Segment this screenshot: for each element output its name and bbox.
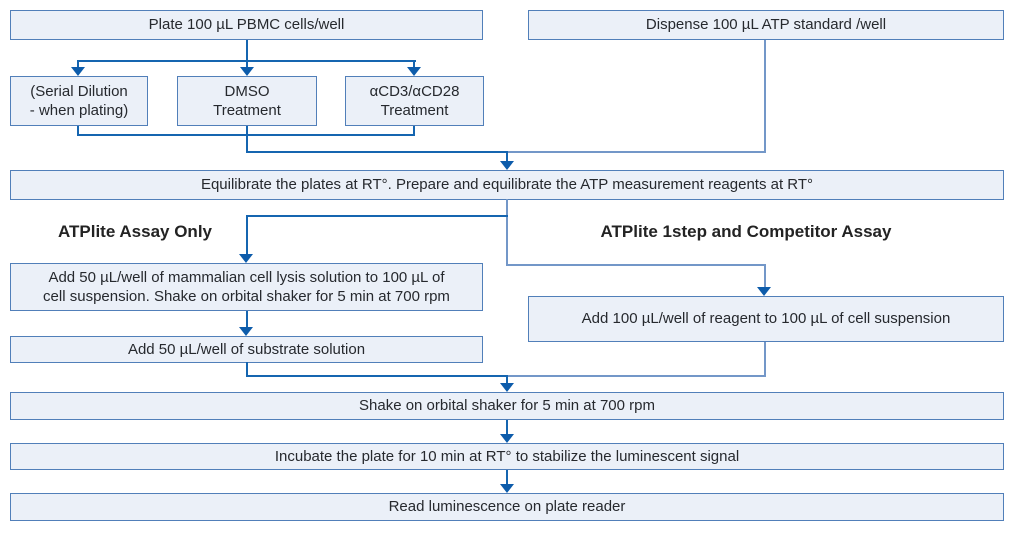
node-plate-pbmc: Plate 100 µL PBMC cells/well — [10, 10, 483, 40]
connector-to-equilibrate-left — [246, 151, 508, 153]
connector-branch-top — [77, 60, 416, 62]
node-acd3-acd28-treatment: αCD3/αCD28 Treatment — [345, 76, 484, 126]
connector-merge-right — [508, 375, 766, 377]
connector-branch-right — [506, 264, 766, 266]
node-lysis-solution: Add 50 µL/well of mammalian cell lysis s… — [10, 263, 483, 311]
connector-serial-down — [77, 126, 79, 136]
connector-dispense-down — [764, 40, 766, 153]
node-read-luminescence: Read luminescence on plate reader — [10, 493, 1004, 521]
connector-equilibrate-stub — [506, 151, 508, 163]
connector-right-down — [764, 264, 766, 289]
node-serial-dilution: (Serial Dilution - when plating) — [10, 76, 148, 126]
connector-shake-down — [506, 420, 508, 436]
connector-dmso-down — [246, 126, 248, 153]
arrowhead-to-substrate-icon — [239, 327, 253, 336]
node-dispense-atp-standard: Dispense 100 µL ATP standard /well — [528, 10, 1004, 40]
heading-atplite-1step-competitor: ATPlite 1step and Competitor Assay — [600, 222, 892, 241]
node-substrate-solution: Add 50 µL/well of substrate solution — [10, 336, 483, 363]
connector-plate-down — [246, 40, 248, 68]
node-equilibrate: Equilibrate the plates at RT°. Prepare a… — [10, 170, 1004, 200]
connector-left-down — [246, 215, 248, 255]
node-dmso-treatment: DMSO Treatment — [177, 76, 317, 126]
connector-to-equilibrate-right — [506, 151, 766, 153]
arrowhead-to-reagent-icon — [757, 287, 771, 296]
connector-stub-acd3 — [413, 60, 415, 68]
connector-incubate-down — [506, 470, 508, 486]
arrowhead-to-equilibrate-icon — [500, 161, 514, 170]
arrowhead-to-serial-icon — [71, 67, 85, 76]
arrowhead-to-shake-icon — [500, 383, 514, 392]
arrowhead-to-incubate-icon — [500, 434, 514, 443]
arrowhead-to-read-icon — [500, 484, 514, 493]
connector-stub-serial — [77, 60, 79, 68]
node-shake: Shake on orbital shaker for 5 min at 700… — [10, 392, 1004, 420]
heading-atplite-assay-only: ATPlite Assay Only — [58, 222, 212, 241]
connector-equilibrate-down — [506, 199, 508, 266]
arrowhead-to-dmso-icon — [240, 67, 254, 76]
node-incubate: Incubate the plate for 10 min at RT° to … — [10, 443, 1004, 470]
node-reagent: Add 100 µL/well of reagent to 100 µL of … — [528, 296, 1004, 342]
connector-merge-left — [246, 375, 510, 377]
connector-branch-left — [246, 215, 508, 217]
arrowhead-to-acd3-icon — [407, 67, 421, 76]
connector-reagent-down — [764, 342, 766, 377]
connector-substrate-down — [246, 362, 248, 377]
arrowhead-to-lysis-icon — [239, 254, 253, 263]
connector-acd3-down — [413, 126, 415, 136]
connector-lysis-down — [246, 311, 248, 329]
connector-merge-stub — [506, 375, 508, 385]
